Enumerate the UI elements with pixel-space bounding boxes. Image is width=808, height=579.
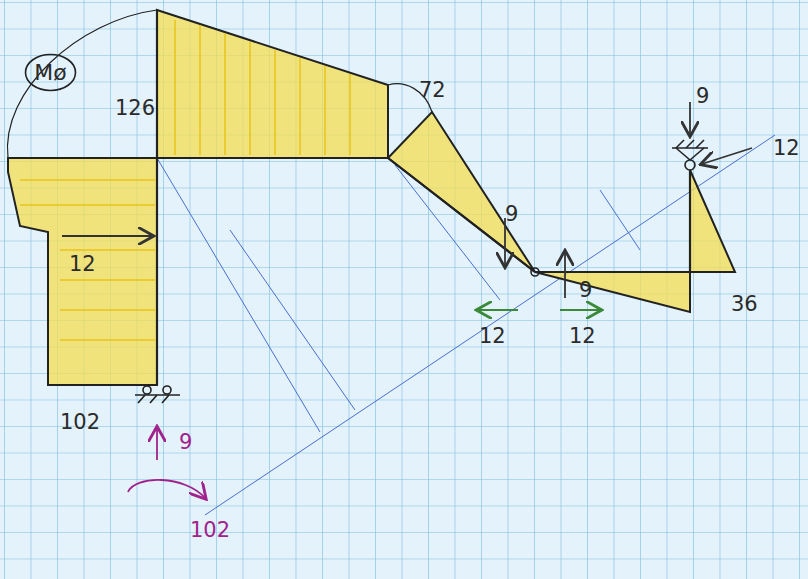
moment-value: 9 bbox=[579, 280, 592, 301]
moment-value: 102 bbox=[60, 412, 100, 433]
moment-value: 12 bbox=[479, 326, 506, 347]
moment-value: 72 bbox=[419, 80, 446, 101]
moment-value: 12 bbox=[569, 326, 596, 347]
moment-value: 9 bbox=[696, 86, 709, 107]
moment-value: 126 bbox=[115, 98, 155, 119]
moment-value: 36 bbox=[731, 294, 758, 315]
moment-value: 12 bbox=[69, 254, 96, 275]
circled-symbol: Mø bbox=[24, 53, 77, 92]
symbol-text: Mø bbox=[34, 60, 66, 85]
moment-value: 9 bbox=[505, 204, 518, 225]
moment-value: 9 bbox=[179, 432, 192, 453]
moment-value: 12 bbox=[773, 138, 800, 159]
moment-value: 102 bbox=[190, 520, 230, 541]
